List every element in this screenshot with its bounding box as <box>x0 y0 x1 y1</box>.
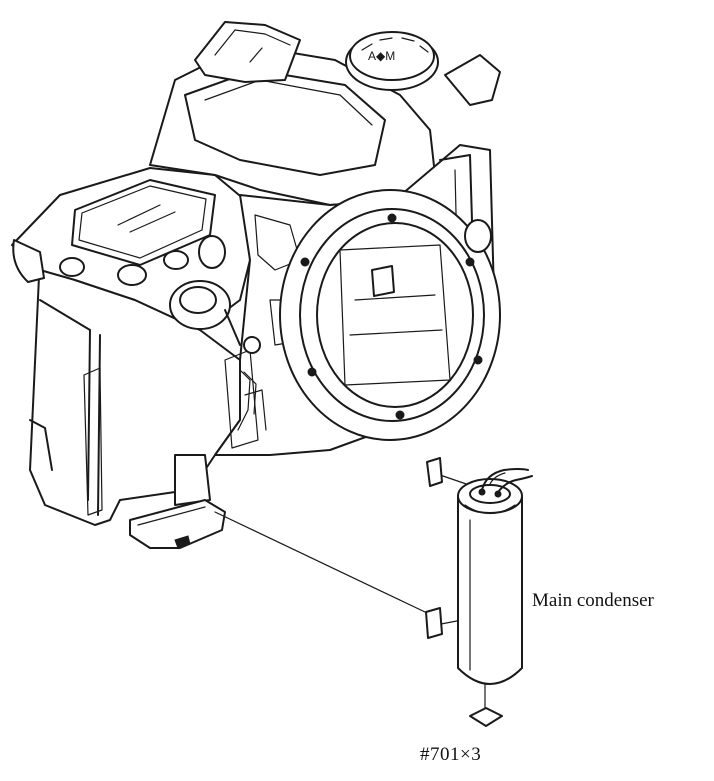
main-condenser <box>457 468 533 685</box>
top-button-3 <box>163 250 189 270</box>
lens-mount <box>279 189 501 441</box>
camera-body-illustration: A◆M <box>11 21 501 549</box>
strap-lug-left <box>12 239 45 283</box>
hot-shoe <box>194 21 301 83</box>
top-button-2 <box>117 264 147 286</box>
main-condenser-label: Main condenser <box>532 590 654 611</box>
tape-piece-side <box>425 607 443 639</box>
tape-piece-bottom <box>469 707 503 727</box>
top-lcd-panel <box>71 179 216 266</box>
shutter-button <box>179 286 217 314</box>
part-number-callout: #701×3 <box>420 744 482 765</box>
battery-compartment <box>174 454 211 506</box>
strap-lug-right <box>444 54 501 106</box>
tape-pieces <box>425 457 503 727</box>
top-button-4 <box>198 235 226 269</box>
top-button-1 <box>59 257 85 277</box>
svg-text:A◆M: A◆M <box>368 49 395 63</box>
flex-connector <box>129 499 226 549</box>
assembly-leader-lines <box>214 474 486 709</box>
tape-piece-top <box>426 457 443 487</box>
